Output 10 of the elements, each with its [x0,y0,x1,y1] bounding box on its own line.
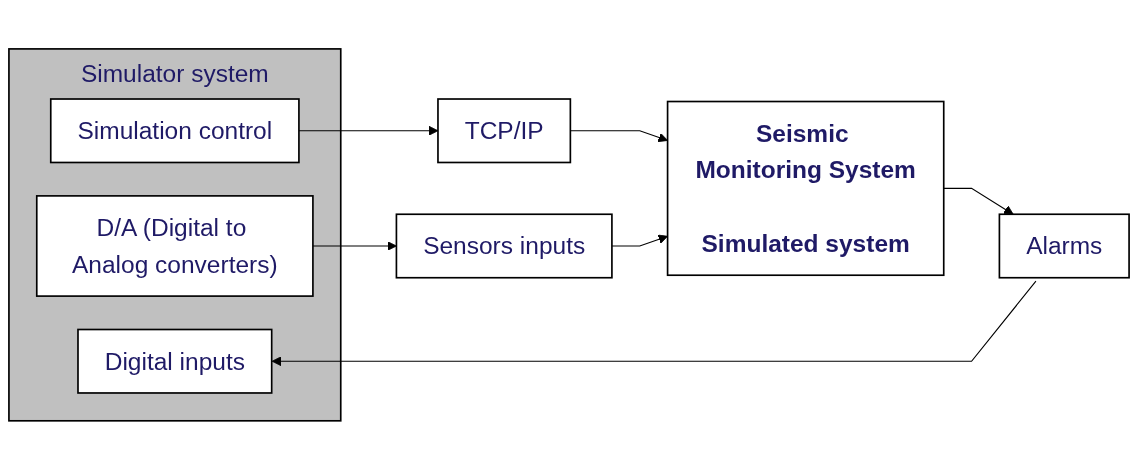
node-box: Sensors inputs [395,213,613,279]
node-box: Simulation control [49,97,300,163]
node-box: Seismic Monitoring System Simulated system [666,100,945,276]
node-box: Digital inputs [77,328,273,394]
arrow [943,187,1014,215]
node-box: TCP/IP [437,97,572,163]
node-box: D/A (Digital to Analog converters) [35,194,314,297]
arrow [312,240,397,251]
arrow [271,280,1037,366]
node-box: Alarms [998,213,1130,279]
